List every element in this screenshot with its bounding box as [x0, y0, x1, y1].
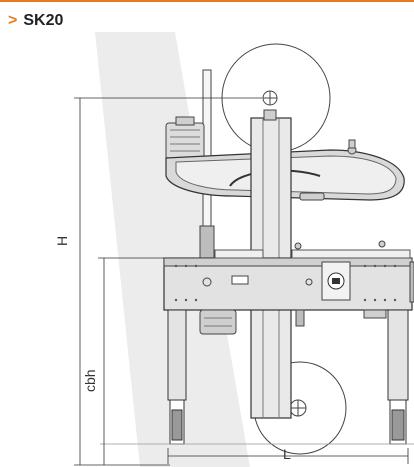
- bottom-motor: [199, 309, 237, 335]
- right-leg: [387, 309, 409, 445]
- dimension-h-label: H: [54, 235, 70, 246]
- chevron-right-icon: >: [8, 12, 18, 29]
- product-title-text: SK20: [23, 12, 64, 29]
- left-guide: [214, 249, 264, 259]
- dimension-cbh: [98, 257, 164, 465]
- dimension-h: [74, 97, 262, 466]
- background-band: [95, 32, 250, 467]
- product-title: > SK20: [8, 12, 63, 30]
- left-leg: [167, 309, 187, 445]
- top-motor: [165, 116, 205, 160]
- right-guide: [291, 249, 411, 259]
- header-accent-rule: [0, 0, 414, 2]
- dimension-cbh-label: cbh: [82, 369, 98, 392]
- dimension-l-label: L: [283, 446, 291, 462]
- dimension-l: [167, 448, 409, 464]
- conveyor-frame: [163, 257, 414, 311]
